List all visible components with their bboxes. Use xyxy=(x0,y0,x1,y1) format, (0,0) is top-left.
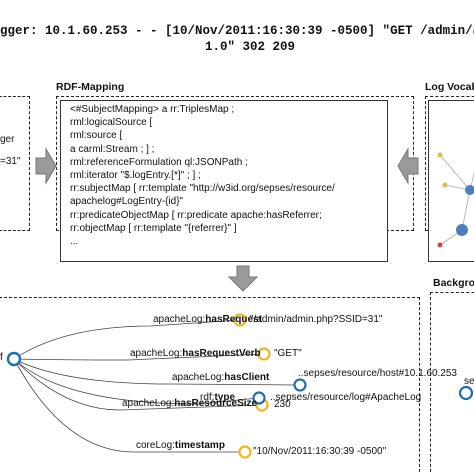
subject-node xyxy=(6,351,22,367)
graph-edges xyxy=(6,313,307,459)
rdf-mapping-code-box xyxy=(60,100,388,262)
predicate-prefix: apacheLog: xyxy=(172,372,225,383)
predicate-prefix: apacheLog: xyxy=(130,348,183,359)
vocab-node-d xyxy=(437,242,443,248)
object-label: 230 xyxy=(274,399,291,410)
subject-node-label: f xyxy=(0,352,3,363)
log-line-1: gger: 10.1.60.253 - - [10/Nov/2011:16:30… xyxy=(0,24,474,38)
graph-edge xyxy=(13,353,265,361)
code-line: a carml:Stream ; ] ; xyxy=(70,143,155,155)
vocab-node-a xyxy=(437,152,443,158)
code-line: <#SubjectMapping> a rr:TriplesMap ; xyxy=(70,104,235,115)
left-panel xyxy=(0,96,30,231)
predicate-label: apacheLog:hasRequestVerb xyxy=(130,348,261,359)
code-line: rml:iterator "$.logEntry.[*]" ; ] ; xyxy=(70,170,201,181)
object-label: "GET" xyxy=(274,348,302,359)
predicate-label: apacheLog:hasClient xyxy=(172,372,269,383)
resource-node xyxy=(293,378,307,392)
vocab-node-main xyxy=(465,185,474,195)
predicate-name: hasClient xyxy=(224,372,270,383)
left-panel-text-1: ger xyxy=(0,134,15,145)
object-label: ..sepses/resource/log#ApacheLog xyxy=(270,392,422,403)
literal-node xyxy=(238,445,252,459)
graph-edge xyxy=(13,358,245,453)
predicate-label: apacheLog:hasResourceSize xyxy=(122,398,257,409)
rdf-mapping-title: RDF-Mapping xyxy=(56,81,125,93)
code-line: rml:referenceFormulation ql:JSONPath ; xyxy=(70,156,248,168)
object-label: "/admin/admin.php?SSID=31" xyxy=(250,314,383,325)
graph-edge xyxy=(13,358,263,411)
vocab-node-lower xyxy=(456,224,468,236)
code-line: apachelog#LogEntry-{id}" xyxy=(70,196,184,208)
vocab-mini-graph xyxy=(437,152,474,248)
predicate-prefix: apacheLog: xyxy=(153,314,206,325)
background-node xyxy=(458,385,474,401)
literal-node xyxy=(257,347,271,361)
predicate-name: type xyxy=(214,392,236,403)
code-line: rml:logicalSource [ xyxy=(70,117,153,129)
predicate-prefix: rdf: xyxy=(200,392,215,403)
predicate-label: coreLog:timestamp xyxy=(136,440,225,451)
arrow-mapping-to-graph xyxy=(227,265,259,292)
graph-edge xyxy=(13,358,301,386)
arrow-left-to-mapping xyxy=(35,147,57,185)
code-line: rr:objectMap [ rr:template "{referrer}" … xyxy=(70,222,237,234)
code-line: rr:predicateObjectMap [ rr:predicate apa… xyxy=(70,209,322,221)
graph-edge xyxy=(13,319,241,360)
predicate-prefix: coreLog: xyxy=(136,440,175,451)
log-vocab-title: Log Vocab xyxy=(425,81,474,93)
predicate-name: hasRequest xyxy=(205,314,262,325)
object-label: "10/Nov/2011:16:30:39 -0500" xyxy=(253,446,387,457)
code-line: rml:source [ xyxy=(70,130,123,142)
vocab-node-b xyxy=(442,182,448,188)
rdf-graph-panel xyxy=(0,297,420,474)
literal-node xyxy=(233,313,247,327)
predicate-name: timestamp xyxy=(174,440,225,451)
code-line: ... xyxy=(70,236,79,247)
background-panel xyxy=(430,292,474,474)
object-label: ..sepses/resource/host#10.1.60.253 xyxy=(298,368,457,379)
graph-edge xyxy=(13,358,260,405)
predicate-label: apacheLog:hasRequest xyxy=(153,314,262,325)
predicate-prefix: apacheLog: xyxy=(122,398,175,409)
arrow-vocab-to-mapping xyxy=(397,147,419,185)
code-line: rr:subjectMap [ rr:template "http://w3id… xyxy=(70,183,335,195)
background-node-text: se xyxy=(464,376,474,387)
predicate-name: hasRequestVerb xyxy=(182,348,261,359)
background-title: Backgro xyxy=(433,277,474,289)
predicate-name: hasResourceSize xyxy=(174,398,258,409)
left-panel-text-2: =31" xyxy=(0,156,21,167)
predicate-label: rdf:type xyxy=(200,392,235,403)
log-vocab-graph-box xyxy=(428,100,474,262)
resource-node xyxy=(252,391,266,405)
log-line-2: 1.0" 302 209 xyxy=(205,40,296,54)
